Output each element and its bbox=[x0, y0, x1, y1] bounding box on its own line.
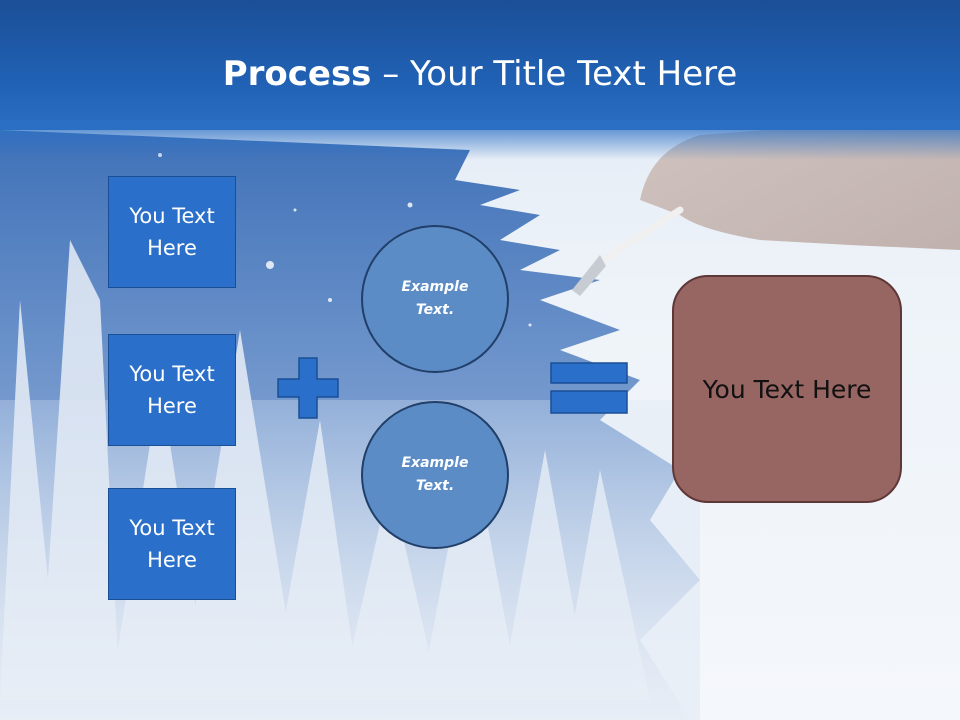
example-circle-1[interactable]: Example Text. bbox=[361, 225, 509, 373]
header-fade bbox=[0, 120, 960, 160]
result-box[interactable]: You Text Here bbox=[672, 275, 902, 503]
text-box-3[interactable]: You Text Here bbox=[108, 488, 236, 600]
text-box-1[interactable]: You Text Here bbox=[108, 176, 236, 288]
text-box-2[interactable]: You Text Here bbox=[108, 334, 236, 446]
slide-title[interactable]: Process – Your Title Text Here bbox=[0, 52, 960, 96]
plus-icon bbox=[277, 357, 339, 419]
header-band bbox=[0, 0, 960, 130]
equals-icon bbox=[550, 362, 628, 414]
circle-1-label: Example Text. bbox=[401, 279, 469, 318]
title-rest: – Your Title Text Here bbox=[371, 54, 738, 94]
title-bold: Process bbox=[222, 54, 372, 94]
circle-2-label: Example Text. bbox=[401, 455, 469, 494]
example-circle-2[interactable]: Example Text. bbox=[361, 401, 509, 549]
